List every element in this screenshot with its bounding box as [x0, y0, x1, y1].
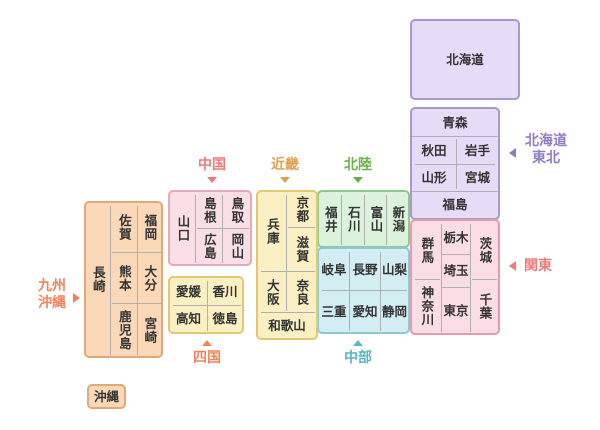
- pref-kumamoto[interactable]: 熊本: [116, 264, 132, 292]
- pref-wakayama[interactable]: 和歌山: [268, 317, 306, 333]
- pref-shizuoka[interactable]: 静岡: [381, 303, 407, 319]
- label-kyushu-okinawa: 九州 沖縄: [38, 278, 66, 311]
- region-chugoku: 山口 島根 鳥取 広島 岡山: [168, 190, 252, 266]
- pref-shimane[interactable]: 島根: [201, 196, 217, 224]
- region-kyushu: 長崎 佐賀 福岡 熊本 大分 鹿児島 宮崎: [84, 201, 163, 358]
- pref-miyazaki[interactable]: 宮崎: [142, 316, 158, 344]
- region-okinawa: 沖縄: [87, 384, 126, 409]
- pref-fukuoka[interactable]: 福岡: [142, 214, 158, 241]
- pref-saitama[interactable]: 埼玉: [443, 263, 469, 279]
- chugoku-arrow-icon: [207, 177, 217, 183]
- pref-tochigi[interactable]: 栃木: [443, 229, 469, 245]
- pref-ehime[interactable]: 愛媛: [175, 283, 201, 299]
- pref-yamagata[interactable]: 山形: [421, 170, 447, 186]
- pref-tokushima[interactable]: 徳島: [212, 311, 238, 327]
- pref-oita[interactable]: 大分: [142, 264, 158, 292]
- label-hokuriku: 北陸: [344, 157, 372, 173]
- pref-yamanashi[interactable]: 山梨: [381, 261, 407, 277]
- hokuriku-arrow-icon: [353, 177, 363, 183]
- region-shikoku: 愛媛 香川 高知 徳島: [168, 276, 244, 334]
- label-hokkaido-tohoku: 北海道 東北: [525, 133, 567, 166]
- label-chugoku: 中国: [198, 157, 226, 173]
- region-hokuriku: 福井 石川 富山 新潟: [317, 190, 410, 248]
- pref-toyama[interactable]: 富山: [368, 205, 384, 233]
- region-hokkaido: 北海道: [410, 19, 520, 100]
- pref-kyoto[interactable]: 京都: [294, 196, 310, 223]
- pref-hiroshima[interactable]: 広島: [201, 233, 217, 260]
- pref-aomori[interactable]: 青森: [442, 114, 468, 130]
- pref-okayama[interactable]: 岡山: [229, 233, 245, 260]
- region-kanto: 群馬 神奈川 栃木 埼玉 東京 茨城 千葉: [410, 219, 500, 335]
- label-kinki: 近畿: [271, 157, 299, 173]
- pref-niigata[interactable]: 新潟: [390, 205, 406, 233]
- pref-kagoshima[interactable]: 鹿児島: [116, 309, 132, 351]
- pref-yamaguchi[interactable]: 山口: [175, 214, 191, 242]
- pref-kochi[interactable]: 高知: [175, 311, 201, 327]
- region-chubu: 岐阜 長野 山梨 三重 愛知 静岡: [317, 247, 410, 334]
- pref-shiga[interactable]: 滋賀: [294, 236, 310, 263]
- label-shikoku: 四国: [193, 350, 221, 366]
- pref-fukushima[interactable]: 福島: [442, 197, 468, 213]
- pref-aichi[interactable]: 愛知: [352, 303, 378, 319]
- kinki-arrow-icon: [280, 177, 290, 183]
- pref-hokkaido[interactable]: 北海道: [446, 51, 484, 67]
- region-tohoku: 青森 秋田 岩手 山形 宮城 福島: [410, 107, 500, 220]
- kyushu-okinawa-arrow-icon: [73, 293, 80, 303]
- pref-nara[interactable]: 奈良: [294, 278, 310, 306]
- pref-akita[interactable]: 秋田: [421, 142, 447, 158]
- pref-fukui[interactable]: 福井: [322, 205, 338, 233]
- pref-kagawa[interactable]: 香川: [212, 283, 238, 299]
- pref-nagasaki[interactable]: 長崎: [90, 266, 106, 293]
- pref-gifu[interactable]: 岐阜: [321, 261, 347, 277]
- pref-saga[interactable]: 佐賀: [116, 214, 132, 241]
- shikoku-arrow-icon: [202, 340, 212, 346]
- chubu-arrow-icon: [353, 340, 363, 346]
- pref-tottori[interactable]: 鳥取: [229, 196, 245, 224]
- pref-mie[interactable]: 三重: [321, 303, 347, 319]
- pref-kanagawa[interactable]: 神奈川: [419, 286, 435, 327]
- pref-chiba[interactable]: 千葉: [477, 293, 493, 320]
- pref-hyogo[interactable]: 兵庫: [264, 218, 280, 245]
- pref-okinawa[interactable]: 沖縄: [93, 388, 119, 404]
- pref-tokyo[interactable]: 東京: [443, 302, 469, 318]
- label-kanto: 関東: [524, 258, 552, 274]
- pref-ishikawa[interactable]: 石川: [345, 205, 361, 233]
- pref-iwate[interactable]: 岩手: [464, 142, 490, 158]
- region-kinki: 兵庫 京都 滋賀 大阪 奈良 和歌山: [256, 190, 318, 340]
- pref-ibaraki[interactable]: 茨城: [477, 236, 493, 264]
- kanto-arrow-icon: [509, 261, 516, 271]
- pref-gunma[interactable]: 群馬: [419, 236, 435, 264]
- hokkaido-tohoku-arrow-icon: [509, 148, 516, 158]
- pref-nagano[interactable]: 長野: [352, 261, 378, 277]
- label-chubu: 中部: [344, 350, 372, 366]
- pref-miyagi[interactable]: 宮城: [464, 170, 490, 186]
- pref-osaka[interactable]: 大阪: [264, 278, 280, 306]
